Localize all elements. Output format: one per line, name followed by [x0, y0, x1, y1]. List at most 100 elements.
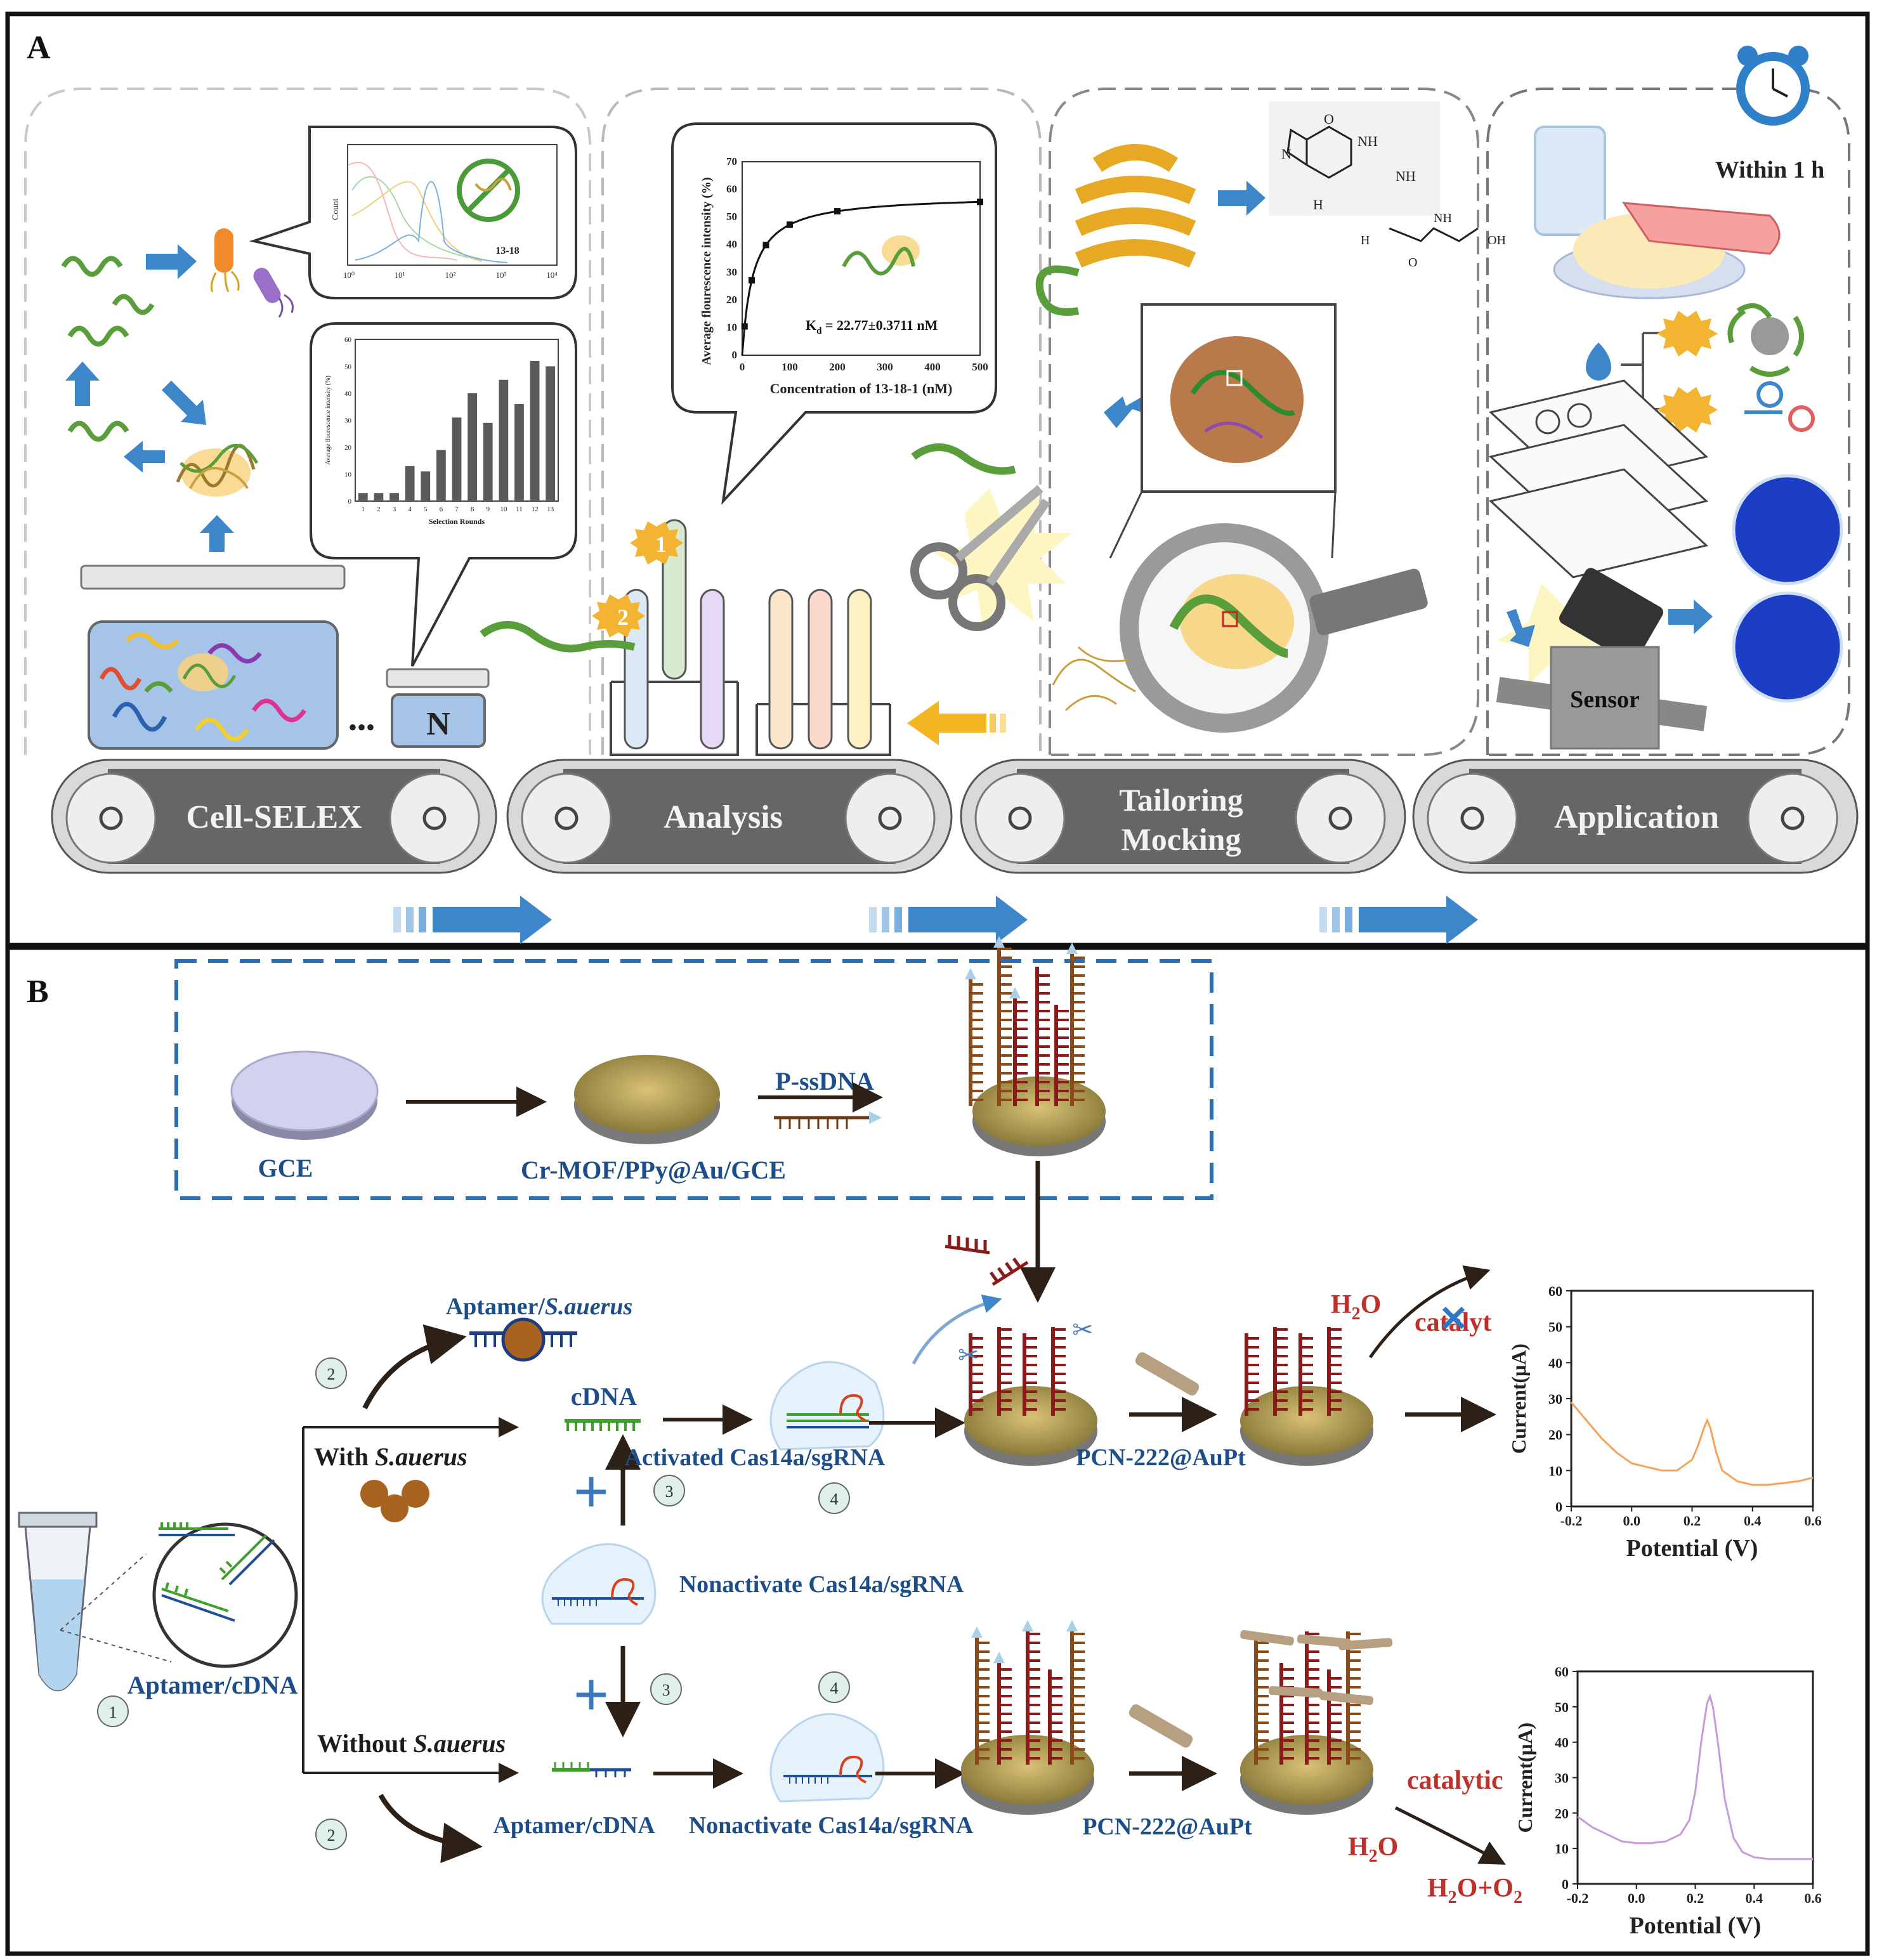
cleaved-result-electrode: [1240, 1327, 1373, 1466]
y-tick-label: 60: [1555, 1664, 1569, 1680]
rounds-bar: [358, 493, 368, 501]
binding-plot-frame: [742, 161, 981, 356]
binding-kd-label: Kd = 22.77±0.3711 nM: [806, 317, 938, 336]
step-circle-4-top: 4: [818, 1482, 850, 1514]
with-sa-label: With S.auerus: [314, 1442, 468, 1471]
rounds-ytick: 30: [344, 417, 352, 425]
rounds-xtick: 7: [455, 506, 459, 513]
rounds-bar: [421, 471, 431, 501]
binding-ytick: 0: [732, 349, 738, 361]
pcn-nanorod-top: [1135, 1352, 1200, 1396]
aptamer-cdna-bottom-label: Aptamer/cDNA: [493, 1812, 655, 1839]
glutamine-o: O: [1408, 256, 1417, 270]
signal-tag: [965, 968, 976, 979]
x-tick-label: 0.2: [1684, 1513, 1701, 1529]
rounds-xlabel: Selection Rounds: [429, 517, 485, 526]
electrode-prep-frame: [174, 959, 1213, 1200]
nonactivate-bottom-label: Nonactivate Cas14a/sgRNA: [689, 1812, 974, 1839]
sensor-label: Sensor: [1570, 686, 1640, 713]
histogram-ylabel: Count: [331, 199, 341, 220]
rounds-bar: [499, 379, 509, 501]
svg-text:2: 2: [327, 1826, 336, 1845]
step-badge-2: 2: [617, 604, 629, 630]
aptamer-cdna-inset: [152, 1522, 298, 1668]
x-tick-label: 0.2: [1687, 1890, 1704, 1906]
rounds-bar: [389, 493, 399, 501]
prohibited-bacteria-icon: [457, 159, 520, 222]
analysis-tubes: 1 2: [480, 519, 1006, 756]
y-tick-label: 40: [1555, 1735, 1569, 1751]
step-circle-1: 1: [97, 1695, 129, 1727]
series-line: [1577, 1693, 1813, 1860]
scissors-icon-left: ✂: [958, 1341, 979, 1369]
binding-ylabel: Average flourescence intensity (%): [700, 177, 714, 365]
binding-xtick: 0: [740, 361, 745, 373]
histogram-xtick-1: 10¹: [395, 270, 405, 280]
products-label: H2O+O2: [1427, 1874, 1522, 1907]
progress-arrow-1: [393, 896, 552, 944]
nonactivate-middle-label: Nonactivate Cas14a/sgRNA: [679, 1571, 964, 1598]
electrode-surface: [1240, 1386, 1373, 1456]
pcn-label-top: PCN-222@AuPt: [1076, 1444, 1246, 1471]
y-tick-label: 50: [1548, 1319, 1562, 1335]
binding-xtick: 400: [924, 361, 941, 373]
progress-arrow-2: [869, 896, 1028, 944]
blue-result-disk-2: [1732, 591, 1843, 703]
binding-point: [741, 323, 748, 330]
intact-result-electrode: [1240, 1630, 1393, 1815]
progress-arrow-3: [1319, 896, 1478, 944]
y-tick-label: 20: [1555, 1805, 1569, 1821]
electrode-surface: [961, 1735, 1094, 1805]
structure-n: N: [1281, 146, 1292, 162]
svg-text:3: 3: [665, 1482, 674, 1501]
water-glass-icon: [1534, 126, 1606, 236]
svg-text:3: 3: [662, 1681, 670, 1699]
aptamer-cdna-left-label: Aptamer/cDNA: [128, 1671, 298, 1699]
svg-text:2: 2: [327, 1365, 336, 1383]
rounds-bar: [374, 493, 384, 501]
rounds-bar: [405, 466, 415, 501]
rounds-xtick: 2: [377, 506, 381, 513]
gce-label: GCE: [258, 1154, 313, 1182]
signal-tag: [1066, 943, 1078, 954]
h2o2-top: H2O: [1331, 1290, 1381, 1324]
rounds-ytick: 10: [344, 471, 352, 479]
cas14a-activated: [769, 1361, 885, 1451]
rounds-ytick: 20: [344, 444, 352, 452]
y-tick-label: 50: [1555, 1699, 1569, 1715]
selex-ellipsis: •••: [348, 713, 375, 742]
glutamine-h2n: H: [1361, 233, 1370, 247]
y-axis-label: Current(μA): [1507, 1343, 1530, 1454]
step-circle-4-bottom: 4: [818, 1671, 850, 1703]
panel-a: A: [5, 11, 1870, 948]
panel-b: B GCE Cr-MOF/PPy@Au/GCE P-ssDNA: [5, 936, 1870, 1956]
binding-point: [749, 277, 755, 284]
signal-tag: [971, 1626, 983, 1638]
rounds-ytick: 60: [344, 336, 352, 344]
rounds-ytick: 40: [344, 390, 352, 398]
pcn-nanorod-bottom: [1128, 1704, 1193, 1748]
rounds-bar: [483, 422, 493, 501]
svg-text:4: 4: [830, 1490, 839, 1508]
rounds-bar: [468, 393, 477, 501]
cas14a-nonactivate-middle: [541, 1543, 657, 1625]
rounds-bar: [546, 366, 556, 501]
cas14a-nonactivate-bottom: [769, 1713, 885, 1803]
pcn-nanorod: [1268, 1686, 1323, 1697]
binding-point: [762, 242, 769, 249]
binding-xtick: 500: [972, 361, 988, 373]
station-label-cell-selex: Cell-SELEX: [186, 799, 362, 835]
binding-ytick: 70: [726, 155, 737, 167]
structure-h: H: [1313, 197, 1323, 212]
x-tick-label: 0.4: [1746, 1890, 1763, 1906]
histogram-xtick-2: 10²: [445, 270, 456, 280]
panel-b-label: B: [27, 974, 49, 1010]
intact-probe-electrode: [961, 1620, 1094, 1815]
pssdna-strand: [774, 1111, 882, 1129]
glutamine-nh2: NH: [1434, 211, 1452, 225]
guanine-structure: [1269, 101, 1440, 216]
binding-ytick: 30: [726, 266, 737, 278]
